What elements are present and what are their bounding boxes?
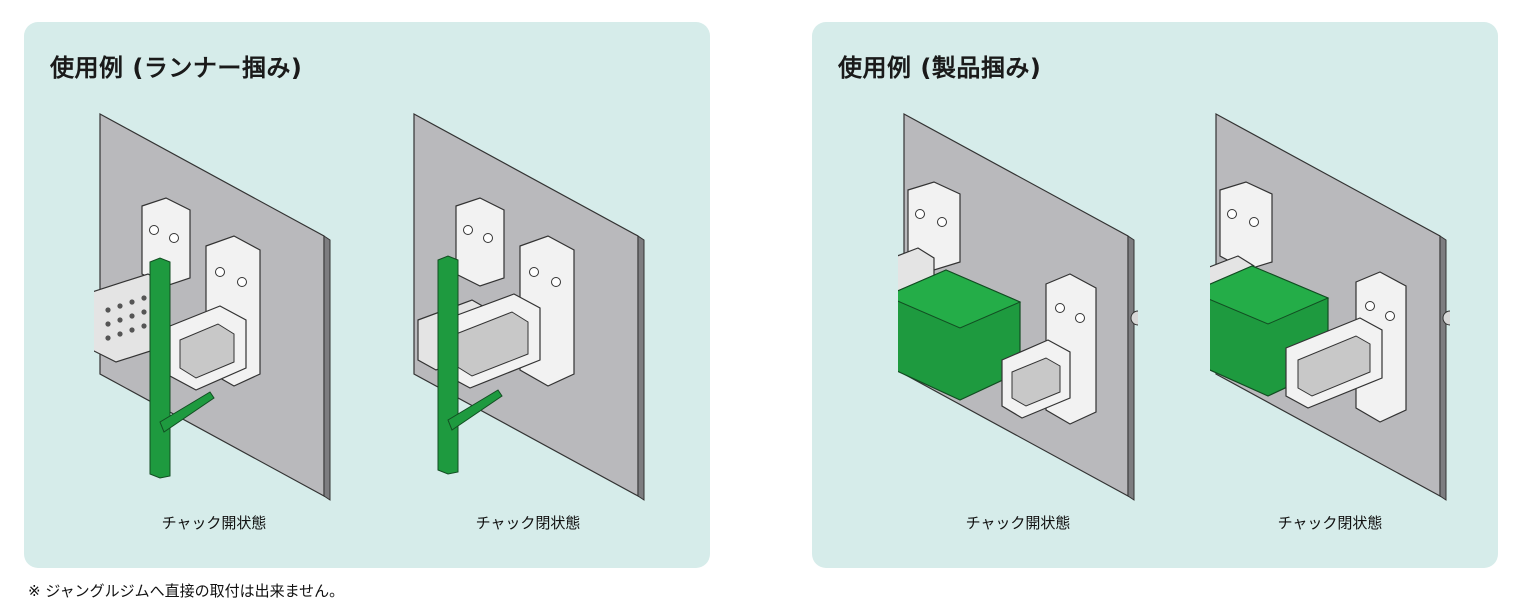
bolt-hole	[1249, 217, 1259, 227]
figure-runner-open: チャック開状態	[94, 106, 334, 532]
jaw-pocket	[1011, 357, 1061, 407]
rear-knob	[1130, 310, 1138, 326]
plate-edge	[1127, 235, 1135, 501]
panel-runner-grip: 使用例 (ランナー掴み) チャック開状態	[24, 22, 710, 568]
figure-product-open: チャック開状態	[898, 106, 1138, 532]
bolt-hole	[169, 233, 179, 243]
figure-caption: チャック開状態	[965, 514, 1071, 532]
bolt-hole	[463, 225, 473, 235]
bolt-hole	[551, 277, 561, 287]
plate-edge	[1439, 235, 1447, 501]
figure-caption: チャック閉状態	[1277, 514, 1383, 532]
panel-title: 使用例 (ランナー掴み)	[50, 54, 303, 82]
runner-sprue	[149, 257, 171, 479]
jaw-pocket	[179, 323, 235, 379]
product-closed-illustration	[1210, 112, 1450, 501]
bolt-hole	[1385, 311, 1395, 321]
plate-edge	[637, 235, 645, 501]
bolt-hole	[915, 209, 925, 219]
bolt-hole	[529, 267, 539, 277]
footnote: ※ ジャングルジムへ直接の取付は出来ません。	[28, 582, 345, 600]
product-open-illustration	[898, 112, 1138, 501]
product-block-top	[898, 269, 1022, 329]
figure-caption: チャック開状態	[161, 514, 267, 532]
bolt-hole	[237, 277, 247, 287]
figure-caption: チャック閉状態	[475, 514, 581, 532]
runner-open-illustration	[94, 112, 331, 501]
rear-knob	[1442, 310, 1450, 326]
runner-branch	[447, 389, 503, 431]
bolt-hole	[937, 217, 947, 227]
product-block-top	[1210, 265, 1330, 325]
jaw-grip-dots	[105, 295, 147, 341]
panel-title: 使用例 (製品掴み)	[838, 54, 1042, 82]
bolt-hole	[1075, 313, 1085, 323]
bolt-hole	[149, 225, 159, 235]
runner-closed-illustration	[413, 112, 645, 501]
bolt-hole	[1227, 209, 1237, 219]
runner-sprue	[437, 255, 459, 475]
bolt-hole	[483, 233, 493, 243]
bracket-left	[1219, 181, 1273, 271]
figure-product-closed: チャック閉状態	[1210, 106, 1450, 532]
plate-edge	[323, 235, 331, 501]
jaw-pocket	[1297, 335, 1371, 397]
bolt-hole	[215, 267, 225, 277]
bolt-hole	[1055, 303, 1065, 313]
bolt-hole	[1365, 301, 1375, 311]
bracket-left	[455, 197, 505, 287]
runner-branch	[159, 391, 215, 433]
figure-runner-closed: チャック閉状態	[408, 106, 648, 532]
panel-product-grip: 使用例 (製品掴み) チャック開状態	[812, 22, 1498, 568]
